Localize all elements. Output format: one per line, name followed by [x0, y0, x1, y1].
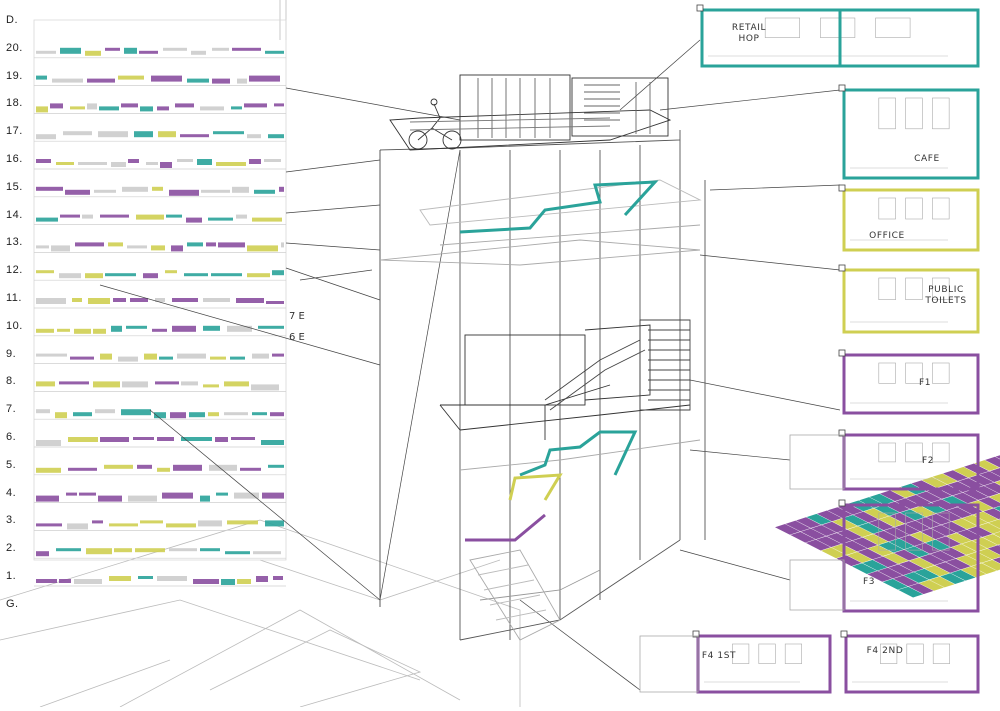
- plan-label-f4-2nd: F4 2ND: [860, 646, 910, 657]
- floor-label: 10.: [6, 320, 23, 332]
- floor-label: 15.: [6, 181, 23, 193]
- floor-label: 9.: [6, 348, 16, 360]
- axonometric-section: [380, 75, 705, 640]
- floor-label: 8.: [6, 375, 16, 387]
- floor-label: 3.: [6, 514, 16, 526]
- floor-label: 20.: [6, 42, 23, 54]
- floor-label: 5.: [6, 459, 16, 471]
- floor-label: 6.: [6, 431, 16, 443]
- floor-label: 14.: [6, 209, 23, 221]
- plan-label-f3: F3: [857, 577, 881, 588]
- floor-label: 1.: [6, 570, 16, 582]
- plan-label-retail: RETAIL HOP: [724, 23, 774, 45]
- floor-label: 18.: [6, 97, 23, 109]
- plan-label-toilets: PUBLIC TOILETS: [918, 285, 974, 307]
- level-tag-6e: 6 E: [289, 332, 305, 343]
- plan-label-f1: F1: [915, 378, 935, 389]
- tower-elevation: [34, 20, 286, 586]
- level-tag-7e: 7 E: [289, 311, 305, 322]
- plan-label-f2: F2: [916, 456, 940, 467]
- ground-floor-plan: [775, 427, 1000, 598]
- plan-label-office: OFFICE: [862, 231, 912, 242]
- floor-label: 2.: [6, 542, 16, 554]
- floor-label: 13.: [6, 236, 23, 248]
- floor-label: G.: [6, 598, 19, 610]
- plan-label-f4-1st: F4 1ST: [697, 651, 741, 662]
- floor-label: 7.: [6, 403, 16, 415]
- floor-label: 17.: [6, 125, 23, 137]
- floor-label: 11.: [6, 292, 22, 304]
- floor-label: 16.: [6, 153, 23, 165]
- cyclist-figure: [409, 99, 461, 149]
- plan-label-cafe: CAFE: [905, 154, 949, 165]
- floor-label: D.: [6, 14, 18, 26]
- floor-label: 12.: [6, 264, 23, 276]
- floor-label: 19.: [6, 70, 23, 82]
- floor-label: 4.: [6, 487, 16, 499]
